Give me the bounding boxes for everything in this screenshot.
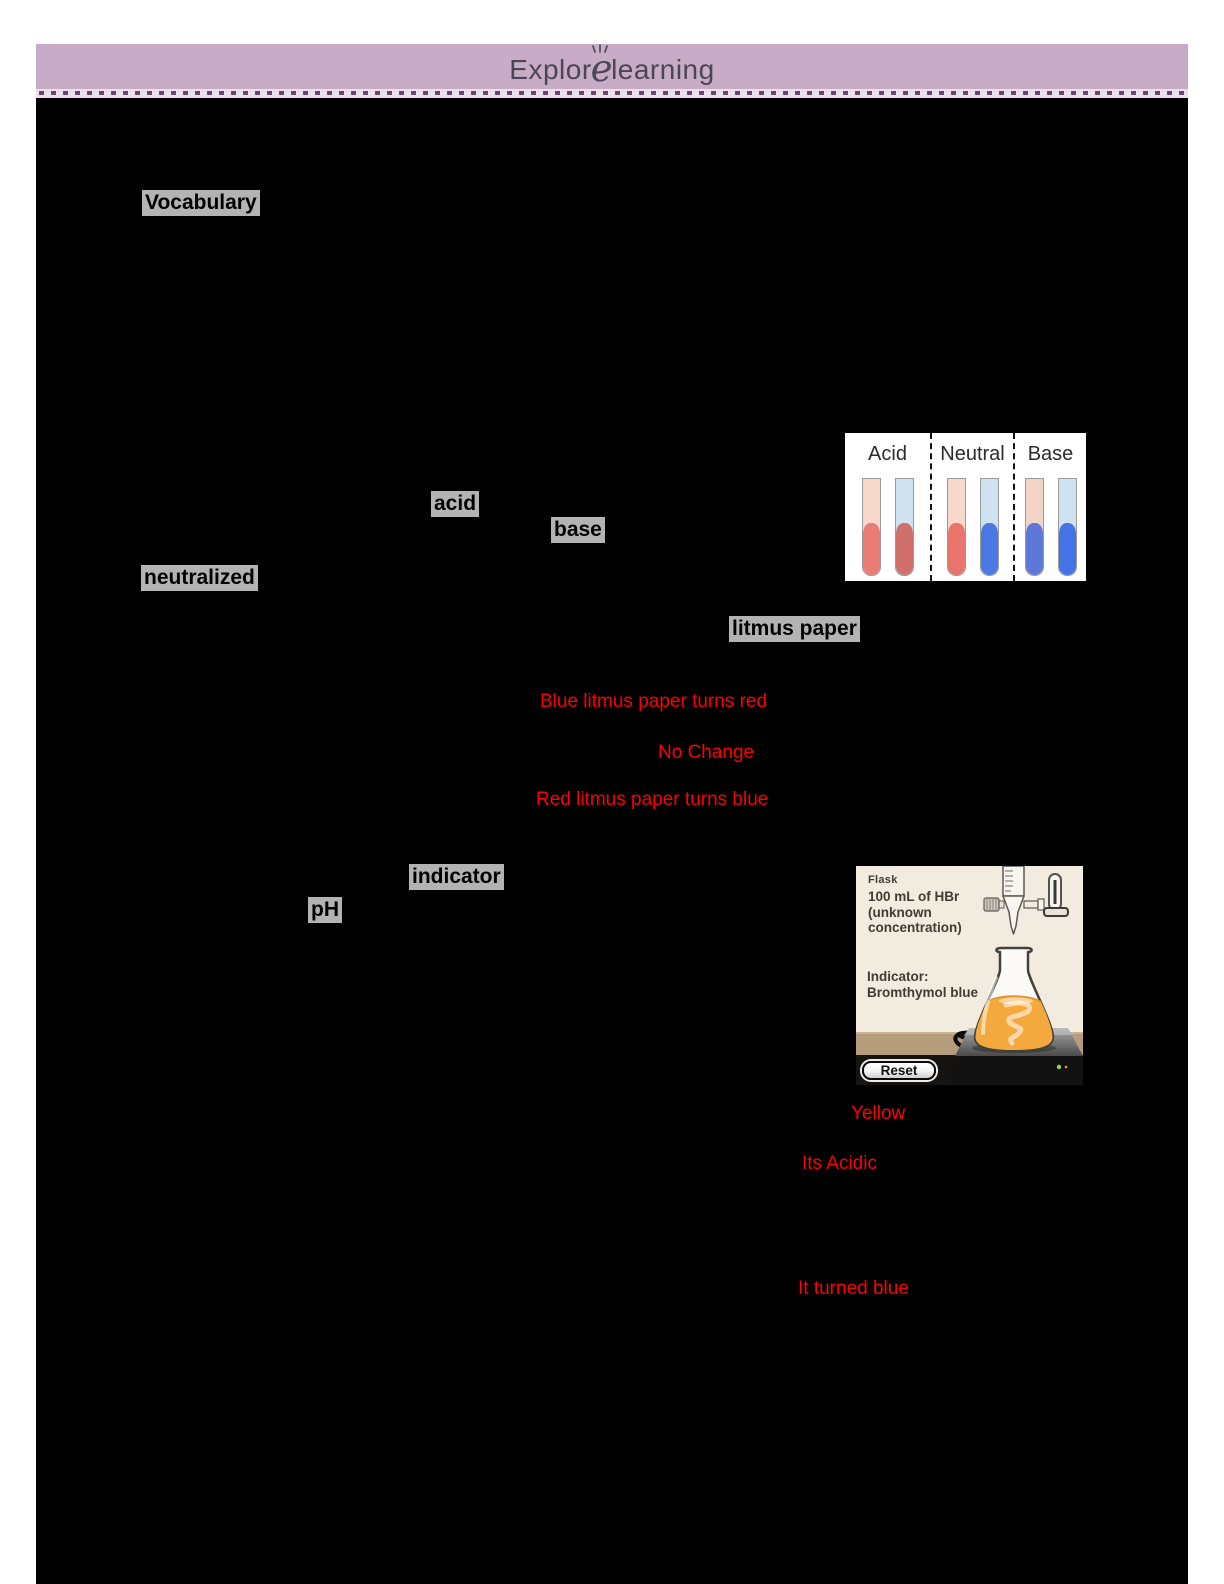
answer-indicator-color: Yellow: [851, 1103, 906, 1124]
flask-contents-label: 100 mL of HBr (unknown concentration): [868, 889, 962, 936]
contents-line1: 100 mL of HBr: [868, 889, 960, 904]
reset-button[interactable]: Reset: [862, 1061, 936, 1080]
answer-after-base: It turned blue: [798, 1278, 909, 1299]
test-tube-acid-blue-litmus: [894, 478, 914, 576]
document-content: Vocabulary acid base neutralized litmus …: [36, 98, 1188, 1584]
tube-liquid: [895, 523, 913, 575]
logo-text-explor: Explor: [509, 53, 592, 85]
term-indicator: indicator: [409, 864, 504, 890]
power-led: [1056, 1064, 1062, 1070]
acid-tubes: [845, 478, 930, 576]
vocabulary-heading: Vocabulary: [142, 190, 260, 216]
litmus-column-acid: Acid: [845, 433, 930, 581]
contents-line2: (unknown: [868, 904, 932, 920]
tube-liquid: [1058, 523, 1076, 575]
term-neutralized: neutralized: [141, 565, 258, 591]
litmus-label-acid: Acid: [868, 443, 907, 465]
term-litmus-paper: litmus paper: [729, 616, 860, 642]
indicator-label: Indicator: Bromthymol blue: [867, 969, 978, 1000]
term-base: base: [551, 517, 605, 543]
answer-solution-type: Its Acidic: [802, 1153, 877, 1174]
tube-liquid: [980, 523, 998, 575]
test-tube-neutral-red-litmus: [946, 478, 966, 576]
test-tube-neutral-blue-litmus: [979, 478, 999, 576]
indicator-line2: Bromthymol blue: [867, 984, 979, 1000]
test-tube-base-red-litmus: [1024, 478, 1044, 576]
answer-neutral-litmus: No Change: [658, 742, 755, 763]
logo-script-e: e: [590, 43, 614, 90]
indicator-line1: Indicator:: [867, 969, 929, 984]
litmus-column-base: Base: [1013, 433, 1086, 581]
tube-liquid: [1025, 523, 1043, 575]
tube-liquid: [947, 523, 965, 575]
logo-text-learning: learning: [611, 53, 715, 85]
erlenmeyer-flask-icon: [973, 946, 1055, 1053]
liquid-vortex: [1003, 1000, 1033, 1046]
dotted-divider: [36, 89, 1188, 98]
burette-icon: [983, 866, 1045, 935]
term-acid: acid: [431, 491, 480, 517]
stopcock-knob: [983, 897, 1000, 912]
litmus-figure: Acid Neutral Base: [845, 433, 1086, 581]
term-ph: pH: [308, 897, 342, 923]
litmus-column-neutral: Neutral: [930, 433, 1013, 581]
sparkle-icon: [591, 43, 608, 53]
answer-acid-litmus: Blue litmus paper turns red: [540, 691, 768, 712]
thermometer-icon: [1043, 873, 1069, 917]
test-tube-base-blue-litmus: [1057, 478, 1077, 576]
tube-liquid: [862, 523, 880, 575]
neutral-tubes: [932, 478, 1013, 576]
base-tubes: [1015, 478, 1086, 576]
litmus-label-base: Base: [1027, 443, 1074, 465]
test-tube-acid-red-litmus: [861, 478, 881, 576]
titration-scene-illustration: [856, 866, 1083, 1085]
logo-e-glyph: e: [590, 46, 614, 90]
flask-heading: Flask: [868, 874, 898, 886]
answer-base-litmus: Red litmus paper turns blue: [536, 789, 769, 810]
titration-figure: Flask 100 mL of HBr (unknown concentrati…: [856, 866, 1083, 1085]
contents-line3: concentration): [868, 920, 962, 935]
litmus-label-neutral: Neutral: [940, 443, 1005, 465]
